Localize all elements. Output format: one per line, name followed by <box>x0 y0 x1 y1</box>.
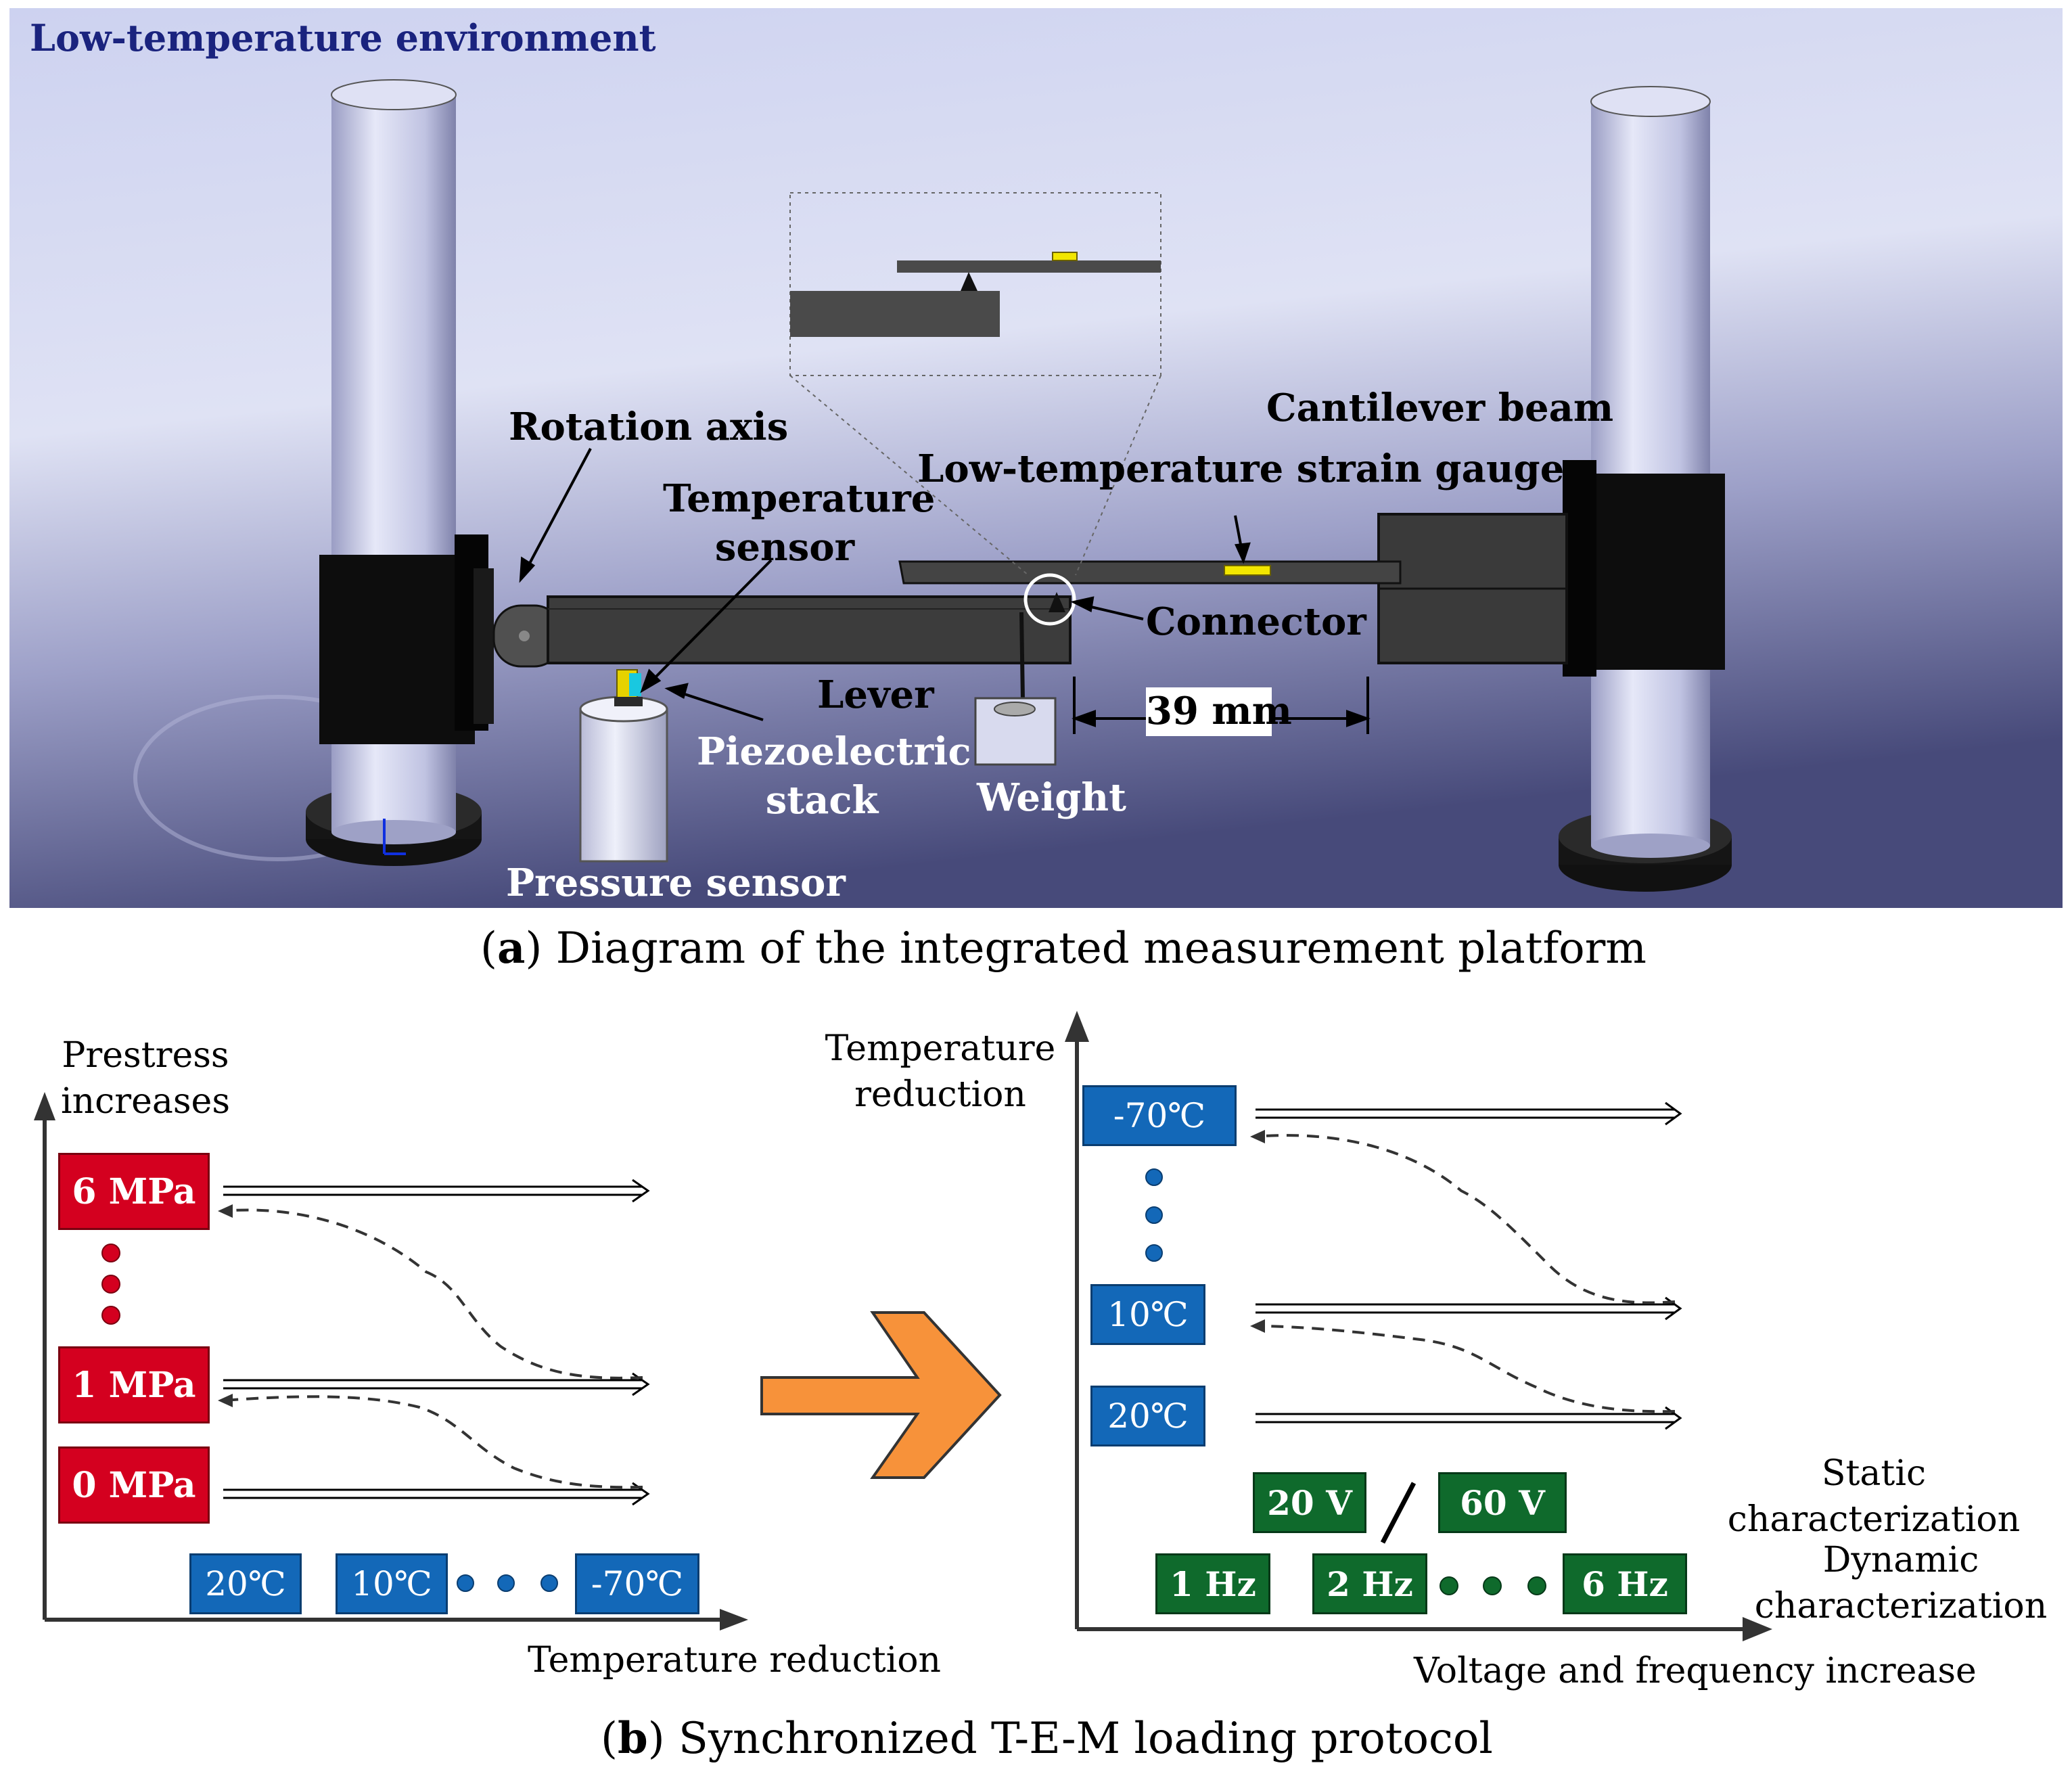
static-label-1: Static <box>1821 1453 1927 1494</box>
frequency-box-1hz: 1 Hz <box>1155 1553 1270 1614</box>
static-label-2: characterization <box>1727 1499 2021 1540</box>
connector <box>1049 592 1065 612</box>
voltage-box-20v: 20 V <box>1253 1472 1366 1533</box>
left-temp-box-10: 10℃ <box>336 1553 448 1614</box>
left-pillar <box>306 79 494 866</box>
caption-a-letter: a <box>497 923 526 974</box>
connector-highlight <box>1023 573 1076 626</box>
label-rotation-axis: Rotation axis <box>509 405 789 449</box>
pressure-box-0mpa: 0 MPa <box>58 1446 210 1524</box>
right-y-label-1: Temperature <box>825 1028 1056 1069</box>
caption-b-text: Synchronized T-E-M loading protocol <box>678 1714 1493 1764</box>
label-weight: Weight <box>977 775 1126 820</box>
transition-arrow <box>760 1311 1002 1479</box>
caption-b-letter: b <box>617 1713 648 1764</box>
pressure-box-6mpa: 6 MPa <box>58 1153 210 1230</box>
right-pillar <box>1559 86 1732 892</box>
right-y-label-2: reduction <box>854 1074 1026 1115</box>
right-temp-box-minus70: -70℃ <box>1082 1085 1237 1146</box>
label-lever: Lever <box>817 673 934 717</box>
label-pressure-sensor: Pressure sensor <box>506 861 846 905</box>
left-y-label-2: increases <box>60 1081 231 1122</box>
label-distance: 39 mm <box>1146 689 1292 733</box>
platform-diagram <box>9 8 2063 908</box>
dynamic-label-1: Dynamic <box>1822 1540 1979 1580</box>
pressure-box-1mpa: 1 MPa <box>58 1346 210 1423</box>
inset-gauge <box>1052 252 1078 261</box>
voltage-box-60v: 60 V <box>1438 1472 1567 1533</box>
dynamic-label-2: characterization <box>1754 1586 2048 1626</box>
protocol-diagram <box>34 1011 1772 1641</box>
left-x-label: Temperature reduction <box>528 1640 942 1681</box>
lever <box>547 595 1072 664</box>
label-connector: Connector <box>1146 599 1366 644</box>
label-cantilever-beam: Cantilever beam <box>1266 386 1614 430</box>
strain-gauge <box>1224 565 1271 576</box>
label-piezo-2: stack <box>765 778 879 823</box>
right-temp-box-20: 20℃ <box>1090 1386 1205 1446</box>
left-y-label-1: Prestress <box>62 1035 229 1076</box>
left-temp-box-20: 20℃ <box>189 1553 302 1614</box>
right-clamp <box>1576 474 1725 670</box>
caption-a-text: Diagram of the integrated measurement pl… <box>555 924 1647 974</box>
inset-lever <box>790 291 1000 337</box>
frequency-box-2hz: 2 Hz <box>1312 1553 1427 1614</box>
label-temperature-sensor-1: Temperature <box>663 476 936 521</box>
right-temp-box-10: 10℃ <box>1090 1284 1205 1345</box>
label-piezo-1: Piezoelectric <box>697 729 971 774</box>
label-strain-gauge: Low-temperature strain gauge <box>917 447 1565 491</box>
voltage-separator <box>1380 1482 1417 1544</box>
caption-a: (a) Diagram of the integrated measuremen… <box>480 923 1647 974</box>
cantilever-beam <box>898 560 1402 585</box>
detail-inset-frame <box>789 192 1161 376</box>
frequency-box-6hz: 6 Hz <box>1563 1553 1687 1614</box>
label-temperature-sensor-2: sensor <box>714 525 855 570</box>
left-temp-box-minus70: -70℃ <box>575 1553 699 1614</box>
left-clamp <box>319 555 475 744</box>
right-x-label: Voltage and frequency increase <box>1414 1651 1977 1691</box>
pressure-sensor <box>579 708 668 863</box>
caption-b: (b) Synchronized T-E-M loading protocol <box>601 1713 1493 1764</box>
environment-label: Low-temperature environment <box>30 16 656 60</box>
inset-cantilever <box>897 260 1161 273</box>
inset-connector <box>961 272 977 291</box>
